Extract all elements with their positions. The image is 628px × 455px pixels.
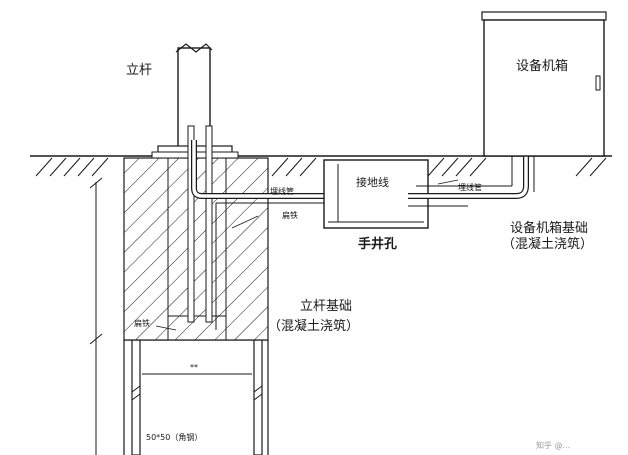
equipment-foundation-label: 设备机箱基础: [510, 220, 588, 236]
pole-foundation-label: 立杆基础: [300, 299, 352, 314]
hand-well-label: 手井孔: [358, 236, 397, 252]
ground-wire-label: 接地线: [356, 175, 389, 189]
equipment-foundation-note: （混凝土浇筑）: [502, 236, 593, 252]
flat-iron-upper-label: 扁铁: [282, 210, 298, 220]
conduit-right: [408, 136, 535, 207]
equipment-box-label: 设备机箱: [516, 58, 568, 74]
angle-steel-lower: [123, 340, 269, 455]
flat-iron-lower-label: 扁铁: [134, 318, 150, 328]
dimension-mark: **: [190, 363, 198, 372]
conduit-right-label: 埋线管: [458, 182, 482, 192]
equipment-box: [481, 11, 607, 157]
pole-label: 立杆: [126, 63, 152, 78]
watermark: 知乎 @...: [536, 440, 570, 450]
angle-steel-label: 50*50（角钢）: [146, 432, 202, 442]
conduit-left: [191, 140, 326, 330]
pole-foundation-note: （混凝土浇筑）: [268, 318, 359, 334]
dimension-line: [89, 177, 103, 455]
leader-lines: [155, 179, 459, 331]
anchor-bolts: [187, 125, 213, 323]
conduit-left-label: 埋线管: [270, 186, 294, 196]
